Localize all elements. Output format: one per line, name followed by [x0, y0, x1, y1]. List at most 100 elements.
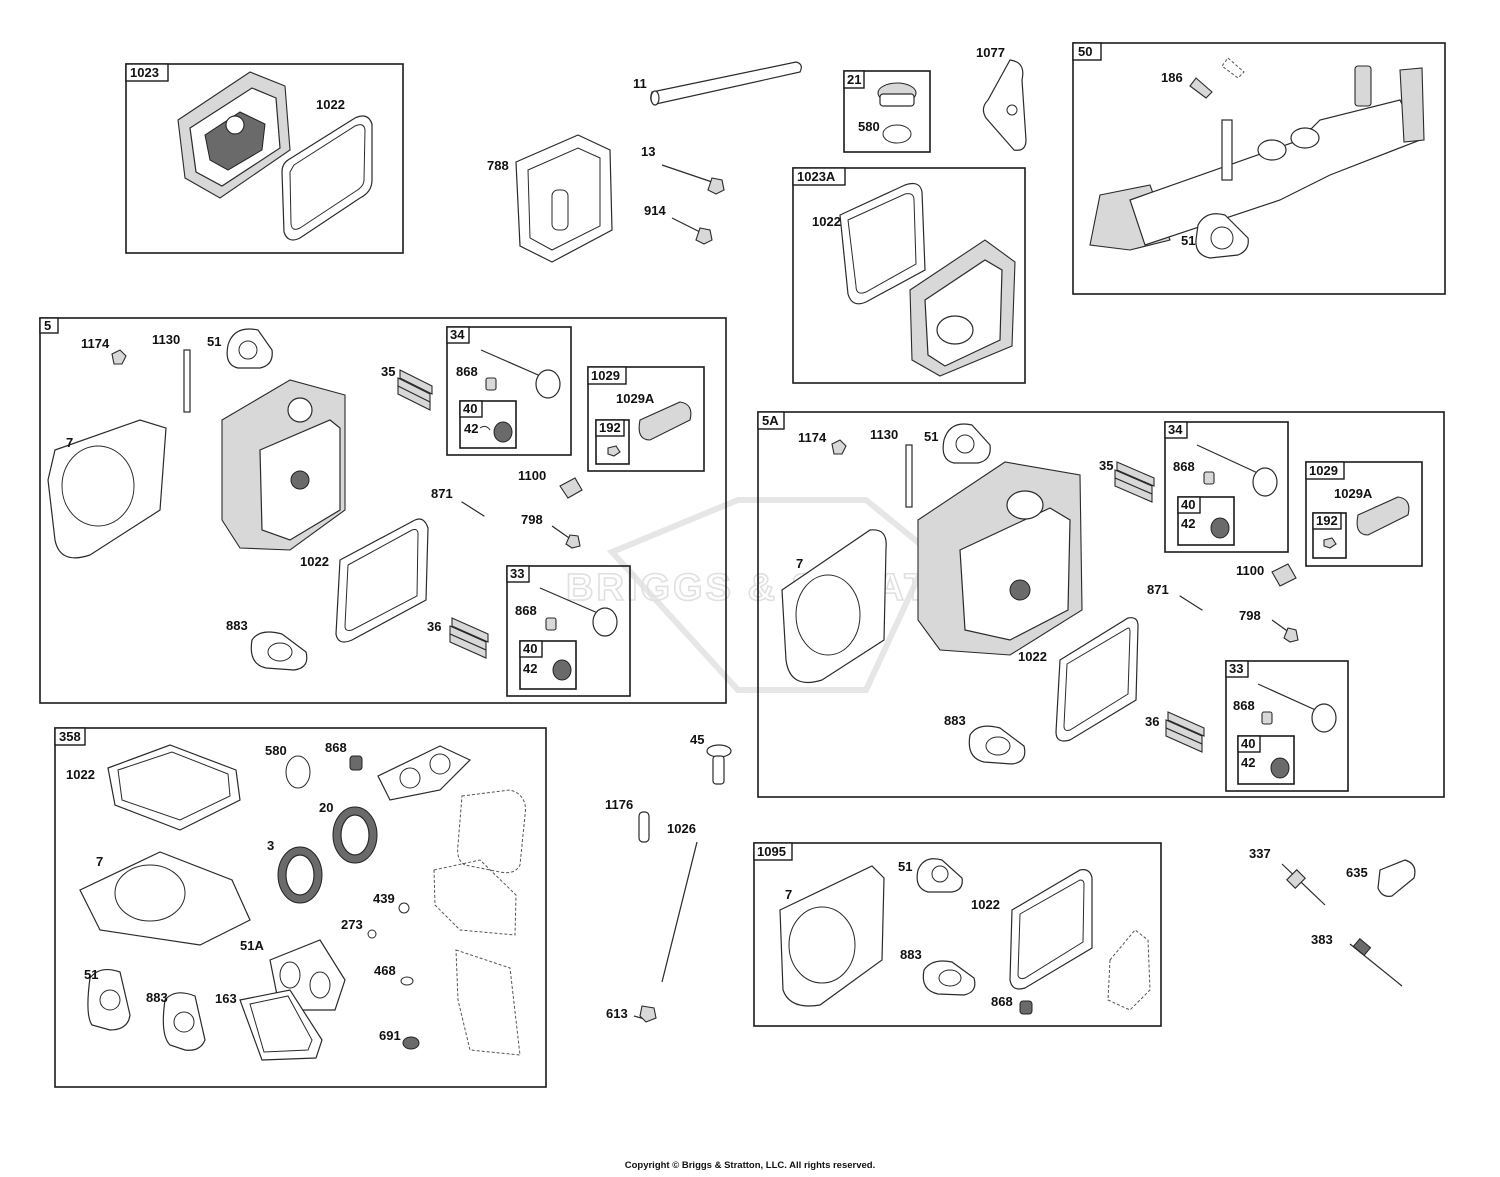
- fitting-part-ghost: [1221, 57, 1245, 79]
- group-tag-box: [125, 63, 169, 82]
- group-tag-box: [792, 167, 846, 186]
- callout-273: 273: [341, 917, 363, 932]
- callout-883: 883: [900, 947, 922, 962]
- head-gasket-part: [47, 419, 167, 559]
- group-tag-box: [459, 400, 483, 418]
- group-21-box: [843, 70, 931, 153]
- oil-cap-body: [879, 93, 915, 107]
- callout-798: 798: [1239, 608, 1261, 623]
- group-tag-33: 33: [510, 566, 524, 581]
- callout-45: 45: [690, 732, 704, 747]
- callout-1022: 1022: [66, 767, 95, 782]
- head-gasket-part: [781, 529, 887, 684]
- gasket-hole: [1210, 226, 1234, 250]
- group-tag-box: [1305, 461, 1345, 480]
- group-tag-box: [519, 640, 543, 658]
- seal-part: [402, 1036, 420, 1050]
- valve-part: [539, 587, 601, 615]
- gasket-part: [916, 858, 963, 893]
- group-tag-5: 5: [44, 318, 51, 333]
- bracket-inner: [527, 147, 601, 251]
- callout-42: 42: [523, 661, 537, 676]
- callout-868: 868: [991, 994, 1013, 1009]
- callout-868: 868: [1173, 459, 1195, 474]
- group-tag-358: 358: [59, 729, 81, 744]
- group-5-33-box: [506, 565, 631, 697]
- group-1023-box: [125, 63, 404, 254]
- group-1023a-box: [792, 167, 1026, 384]
- group-tag-box: [753, 842, 793, 861]
- group-tag-40: 40: [523, 641, 537, 656]
- gasket-hole: [173, 1011, 195, 1033]
- callout-51a: 51A: [240, 938, 264, 953]
- group-5a-33-box: [1225, 660, 1349, 792]
- pin-part: [1179, 595, 1203, 611]
- callout-51: 51: [1181, 233, 1195, 248]
- group-tag-box: [1164, 421, 1188, 439]
- callout-1130: 1130: [870, 427, 898, 442]
- washer-part: [398, 902, 410, 914]
- callout-42: 42: [1181, 516, 1195, 531]
- gasket-part: [107, 744, 241, 831]
- callout-36: 36: [427, 619, 441, 634]
- callout-36: 36: [1145, 714, 1159, 729]
- group-358-box: [54, 727, 547, 1088]
- retainer-part: [1210, 517, 1230, 539]
- callout-1174: 1174: [81, 336, 110, 351]
- cylinder-head-part: [221, 379, 346, 551]
- gasket-part: [162, 992, 206, 1051]
- group-tag-box: [595, 419, 625, 437]
- callout-580: 580: [265, 743, 287, 758]
- valve-seal-part: [1203, 471, 1215, 485]
- callout-1022: 1022: [1018, 649, 1047, 664]
- bolt-head: [707, 177, 725, 195]
- group-tag-5a: 5A: [762, 413, 779, 428]
- spark-plug-boot-part: [1377, 859, 1416, 897]
- callout-871: 871: [1147, 582, 1169, 597]
- group-5-1029-box: [587, 366, 705, 472]
- manifold-part: [1089, 65, 1425, 251]
- callout-1174: 1174: [798, 430, 827, 445]
- bolt-part: [671, 217, 703, 234]
- callout-883: 883: [944, 713, 966, 728]
- gasket-part-ghost: [457, 789, 526, 874]
- screw-head: [1283, 627, 1299, 643]
- group-tag-33: 33: [1229, 661, 1243, 676]
- callout-1022: 1022: [812, 214, 841, 229]
- callout-51: 51: [84, 967, 98, 982]
- valve-head: [1311, 703, 1337, 733]
- gasket-part: [942, 423, 991, 464]
- rocker-cover-part: [177, 71, 291, 199]
- gasket-inner: [344, 529, 419, 631]
- callout-580: 580: [858, 119, 880, 134]
- oil-seal-inner: [340, 814, 370, 856]
- push-rod-part: [661, 841, 698, 983]
- callout-868: 868: [1233, 698, 1255, 713]
- callout-7: 7: [796, 556, 803, 571]
- callout-383: 383: [1311, 932, 1333, 947]
- spring-part: [1114, 461, 1155, 503]
- plate-hole: [1006, 104, 1018, 116]
- callout-635: 635: [1346, 865, 1368, 880]
- valve-head: [535, 369, 561, 399]
- o-ring-part: [285, 755, 311, 789]
- rocker-arm-part: [1356, 496, 1410, 536]
- group-tag-box: [1312, 512, 1342, 530]
- group-tag-1029: 1029: [591, 368, 620, 383]
- group-tag-34: 34: [450, 327, 465, 342]
- group-tag-40: 40: [1241, 736, 1255, 751]
- gasket-hole: [279, 961, 301, 989]
- group-boxes: [39, 42, 1446, 1088]
- spark-plug-part: [1281, 863, 1326, 906]
- group-5-34-40-box: [459, 400, 517, 449]
- callout-1026: 1026: [667, 821, 696, 836]
- callout-35: 35: [1099, 458, 1113, 473]
- oil-seal-inner: [285, 854, 315, 896]
- plate-part: [982, 59, 1027, 151]
- washer-part: [367, 929, 377, 939]
- dowel-pin-part: [638, 811, 650, 843]
- group-tag-50: 50: [1078, 44, 1092, 59]
- bracket-part: [515, 134, 613, 263]
- group-5-33-40-box: [519, 640, 577, 690]
